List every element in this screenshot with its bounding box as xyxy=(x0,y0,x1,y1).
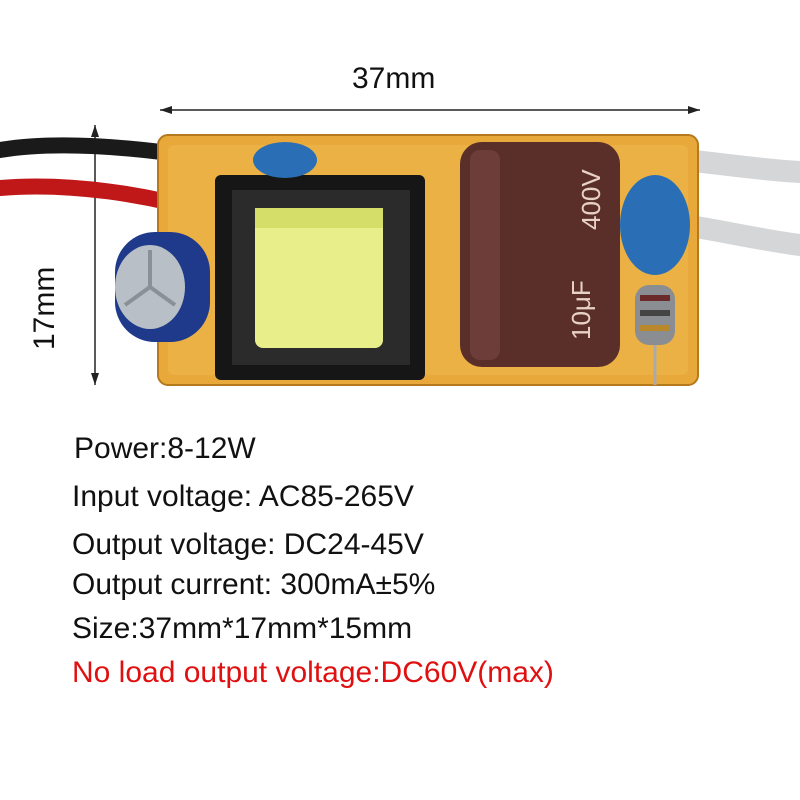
height-label: 17mm xyxy=(28,266,61,350)
transformer xyxy=(215,175,425,380)
spec-size: Size:37mm*17mm*15mm xyxy=(72,612,413,645)
spec-no-load-warning: No load output voltage:DC60V(max) xyxy=(72,656,554,689)
small-capacitor xyxy=(115,232,210,342)
spec-output-current: Output current: 300mA±5% xyxy=(72,568,436,601)
spec-power: Power:8-12W xyxy=(74,432,256,465)
capacitor-voltage-text: 400V xyxy=(576,169,606,230)
spec-input-voltage: Input voltage: AC85-265V xyxy=(72,480,414,513)
blue-y-capacitor xyxy=(620,175,690,275)
width-dimension-arrow xyxy=(160,106,700,114)
pcb-photo: 10μF 400V xyxy=(0,106,800,386)
height-dimension-arrow xyxy=(91,125,99,385)
spec-output-voltage: Output voltage: DC24-45V xyxy=(72,528,424,561)
resistor xyxy=(635,285,675,385)
capacitor-rating-text: 10μF xyxy=(566,280,596,340)
width-label: 37mm xyxy=(352,62,436,95)
blue-ceramic-cap xyxy=(253,142,317,178)
electrolytic-capacitor: 10μF 400V xyxy=(460,142,620,367)
